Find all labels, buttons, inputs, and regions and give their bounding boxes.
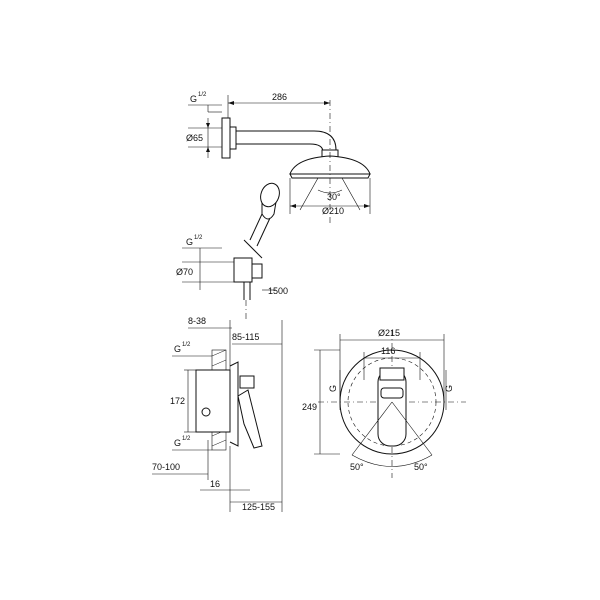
dim-offset: 70-100 [152, 462, 180, 472]
dim-hose-length: 1500 [268, 286, 288, 296]
dim-body-height: 172 [170, 396, 185, 406]
dim-g-frac-body-top: 1/2 [182, 342, 191, 348]
mixer-front-icon [318, 330, 466, 478]
dim-total-depth: 125-155 [242, 502, 275, 512]
dim-body-depth: 85-115 [232, 332, 259, 342]
hand-shower-icon [233, 182, 280, 320]
dim-front-height: 249 [302, 402, 317, 412]
dim-arm-length: 286 [272, 92, 287, 102]
dim-g-frac-mid: 1/2 [194, 235, 203, 241]
dim-angle-right: 50° [414, 462, 428, 472]
dim-g-half-body-top: G [174, 344, 181, 354]
dim-g-half-front-left: G [328, 385, 338, 392]
dim-wall-depth: 8-38 [188, 316, 206, 326]
dim-g-frac-body-bottom: 1/2 [182, 436, 191, 442]
dim-g-frac-top: 1/2 [198, 92, 207, 98]
dim-holder-dia: Ø70 [176, 267, 193, 277]
dim-angle-left: 50° [350, 462, 364, 472]
shower-head-icon [221, 100, 371, 225]
dim-g-half-body-bottom: G [174, 438, 181, 448]
mixer-body-icon [195, 349, 263, 451]
dim-head-dia: Ø210 [322, 206, 344, 216]
dim-plate-depth: 16 [210, 479, 220, 489]
dim-g-half-top: G [190, 94, 197, 104]
dim-spray-angle: 30° [327, 192, 341, 202]
dim-plate-dia: Ø215 [378, 328, 400, 338]
dim-flange-dia: Ø65 [186, 133, 203, 143]
dim-g-half-front-right: G [444, 385, 454, 392]
dim-g-half-mid: G [186, 237, 193, 247]
dim-handle-width: 116 [381, 346, 395, 356]
